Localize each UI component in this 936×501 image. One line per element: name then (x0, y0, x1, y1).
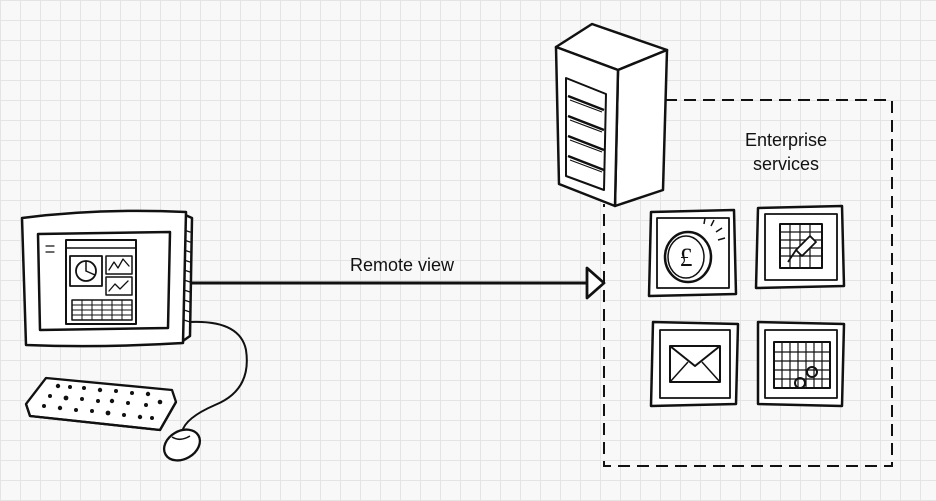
document-icon (754, 204, 846, 290)
server-rack-icon (554, 22, 669, 208)
mouse-cable (181, 320, 248, 433)
enterprise-boundary (603, 99, 893, 467)
arrow-label: Remote view (350, 255, 455, 275)
remote-view-arrow (192, 266, 606, 300)
pound-coin-icon: £ (647, 208, 738, 298)
envelope-icon (649, 320, 740, 408)
svg-text:£: £ (680, 243, 693, 272)
enterprise-label-line2: services (753, 154, 819, 174)
enterprise-label-line1: Enterprise (745, 130, 827, 150)
keyboard-icon (24, 376, 178, 432)
computer-icon (20, 209, 194, 348)
mouse-icon (162, 428, 202, 462)
calendar-icon (756, 320, 846, 408)
